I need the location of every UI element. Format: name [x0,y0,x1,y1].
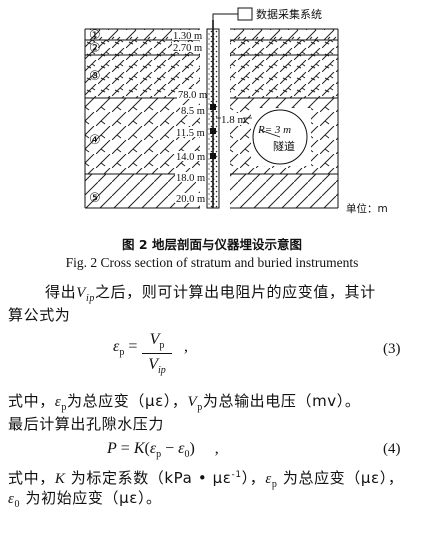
equation-4: P = K(εp − ε0) , [107,440,219,461]
data-logger-box [237,7,253,21]
equation-3: εp = [113,338,138,359]
radius-line [259,129,281,138]
depth-label: 2.70 m [173,43,202,54]
logger-cable [212,13,238,20]
equation-3-comma: , [184,338,188,355]
tunnel-label: 隧道 [273,139,295,153]
depth-label: 20.0 m [176,194,205,205]
equation-3-denominator: Vip [148,356,166,377]
paragraph-3: 式中，K 为标定系数（kPa • με-1），εp 为总应变（με）， [8,469,404,490]
piezometer-marker [210,104,216,110]
offset-label: 1.8 m [221,114,247,126]
paragraph-2: 式中，εp为总应变（με），Vp为总输出电压（mv）。 [8,392,361,413]
depth-label: 14.0 m [176,152,205,163]
depth-label: 1.30 m [173,31,202,42]
unit-label: 单位：m [346,202,388,215]
depth-label: 8.5 m [181,106,205,117]
depth-label: 18.0 m [176,173,205,184]
fraction-bar [142,353,172,354]
piezometers [210,104,216,159]
radius-label: R= 3 m [257,124,291,136]
equation-4-number: (4) [383,441,401,457]
equation-3-number: (3) [383,341,401,357]
equation-3-numerator: Vp [149,331,165,352]
figure-caption-en: Fig. 2 Cross section of stratum and buri… [65,255,359,270]
layer-label-1: ① [89,28,101,43]
depth-label: 78.0 m [178,90,207,101]
stratum-figure: 数据采集系统 R= 3 m 隧道 1.8 m ① ② ③ ④ ⑤ 1.30 m … [84,7,388,215]
paragraph-1-cont: 算公式为 [8,306,71,324]
layer-label-3: ③ [89,69,101,84]
layer-label-4: ④ [89,133,101,148]
layer-label-5: ⑤ [89,191,101,206]
logger-label: 数据采集系统 [256,7,322,21]
piezometer-marker [210,128,216,134]
paragraph-1: 得出Vip之后，则可计算出电阻片的应变值，其计 [45,283,376,304]
figure-caption-cn: 图 2 地层剖面与仪器埋设示意图 [122,237,302,252]
piezometer-marker [210,153,216,159]
paragraph-2-cont: 最后计算出孔隙水压力 [8,415,165,433]
paragraph-3-cont: ε0 为初始应变（με）。 [8,489,162,510]
layer-label-2: ② [89,41,101,56]
depth-label: 11.5 m [176,128,205,139]
